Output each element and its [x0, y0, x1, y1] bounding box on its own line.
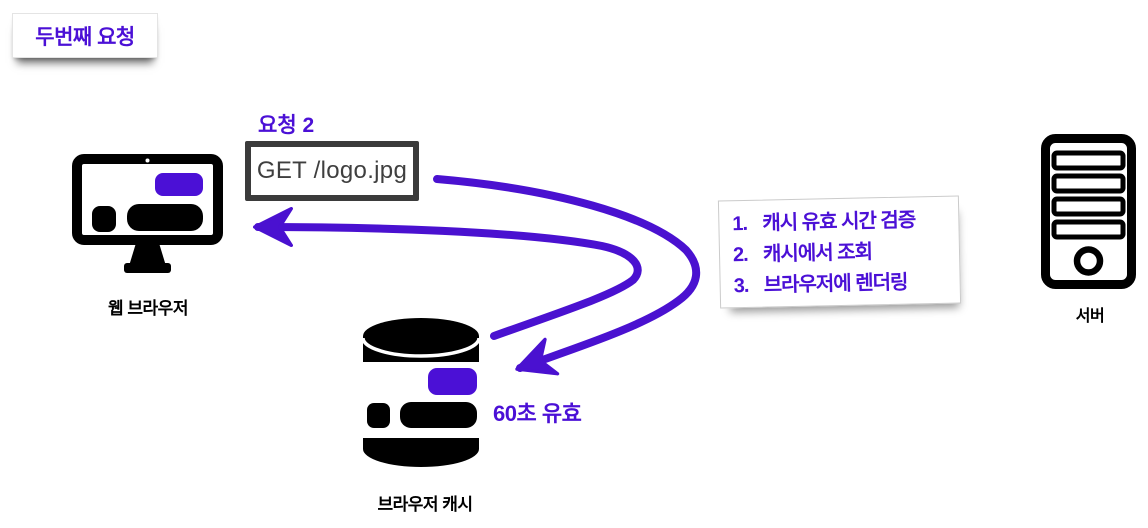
request-box: GET /logo.jpg — [245, 141, 419, 201]
browser-content-black-bar — [127, 204, 203, 231]
request-box-label: GET /logo.jpg — [256, 157, 408, 184]
web-browser-icon — [72, 154, 223, 273]
note-step-3: 3. 브라우저에 렌더링 — [733, 267, 952, 303]
note-step-3-number: 3. — [733, 274, 749, 298]
browser-content-purple-block — [155, 173, 203, 196]
cache-cylinder-top — [363, 318, 479, 354]
note-step-1: 1. 캐시 유효 시간 검증 — [732, 205, 951, 241]
server-slot-4 — [1051, 219, 1126, 240]
request-title: 요청 2 — [258, 114, 315, 137]
server-slot-1 — [1051, 150, 1126, 171]
title-card-label: 두번째 요청 — [35, 25, 135, 49]
note-step-1-text: 캐시 유효 시간 검증 — [762, 209, 916, 235]
monitor-stand-base — [124, 263, 171, 273]
cached-content-black-bar — [400, 402, 477, 428]
browser-cache-icon — [357, 318, 490, 467]
cache-cylinder-highlight — [361, 337, 481, 358]
browser-content-black-square — [92, 206, 116, 232]
note-step-2: 2. 캐시에서 조회 — [733, 236, 952, 272]
note-step-2-text: 캐시에서 조회 — [762, 241, 873, 266]
server-power-button — [1073, 246, 1104, 276]
server-slot-3 — [1051, 196, 1126, 217]
cache-ttl-label: 60초 유효 — [493, 401, 582, 426]
cached-content-black-square — [367, 403, 390, 428]
note-step-3-text: 브라우저에 렌더링 — [763, 271, 908, 297]
server-slot-2 — [1051, 173, 1126, 194]
browser-label: 웹 브라우저 — [108, 299, 188, 318]
monitor-stand — [129, 243, 166, 266]
server-icon — [1041, 134, 1136, 289]
cached-content-purple-block — [428, 368, 477, 395]
cache-label: 브라우저 캐시 — [377, 495, 473, 514]
note-card: 1. 캐시 유효 시간 검증 2. 캐시에서 조회 3. 브라우저에 렌더링 — [717, 195, 962, 309]
title-card: 두번째 요청 — [12, 13, 158, 58]
camera-dot-icon — [145, 158, 150, 163]
note-step-2-number: 2. — [732, 243, 748, 267]
server-label: 서버 — [1075, 308, 1105, 325]
note-step-1-number: 1. — [732, 212, 748, 236]
